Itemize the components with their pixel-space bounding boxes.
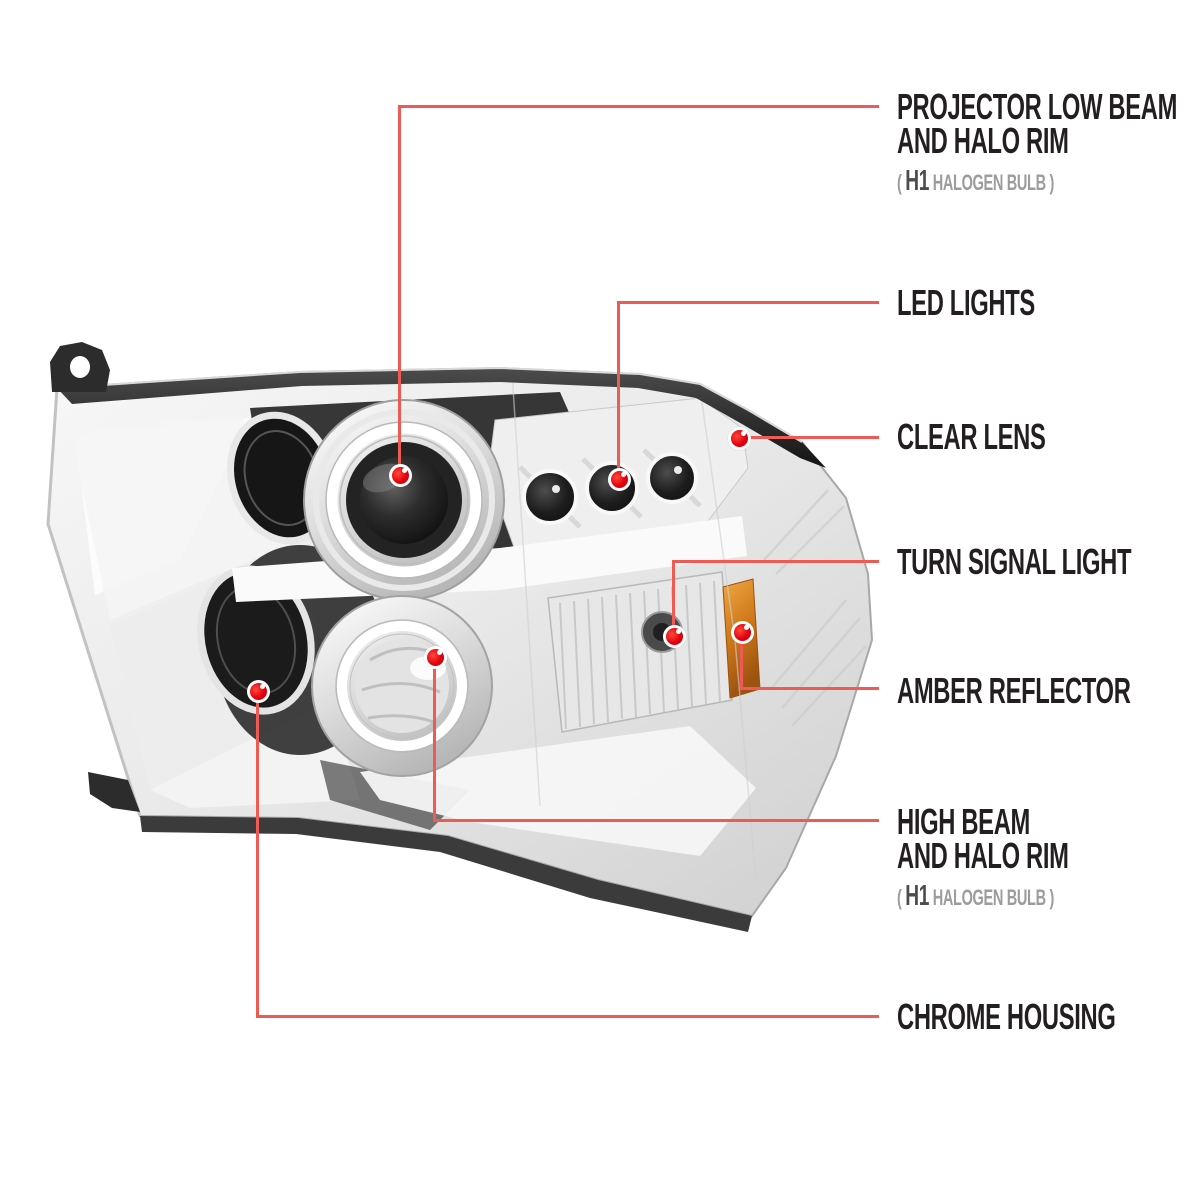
label-line: AND HALO RIM bbox=[897, 120, 1069, 161]
callout-dot-clear-lens bbox=[727, 426, 751, 450]
callout-label-amber-reflector: AMBER REFLECTOR bbox=[897, 670, 1131, 711]
callout-dot-turn-signal bbox=[662, 624, 686, 648]
label-line: TURN SIGNAL LIGHT bbox=[897, 541, 1132, 582]
callout-dot-chrome-housing bbox=[246, 679, 270, 703]
callout-line-chrome-horizontal bbox=[256, 1015, 879, 1018]
label-line: CLEAR LENS bbox=[897, 416, 1046, 457]
lower-chrome-band bbox=[360, 726, 756, 856]
callout-line-turn-signal-vertical bbox=[672, 560, 675, 636]
callout-line-high-beam-vertical bbox=[433, 657, 436, 821]
callout-dot-high-beam bbox=[423, 645, 447, 669]
projector-lens bbox=[360, 456, 448, 544]
label-line: AND HALO RIM bbox=[897, 835, 1069, 876]
callout-label-high-beam: HIGH BEAM AND HALO RIM ( H1 HALOGEN BULB… bbox=[897, 801, 1069, 913]
mounting-tab-bottom bbox=[88, 772, 140, 812]
callout-line-amber-horizontal bbox=[740, 687, 879, 690]
high-beam bbox=[311, 595, 493, 777]
callout-line-clear-lens bbox=[739, 436, 879, 439]
halo-rim bbox=[337, 621, 467, 751]
callout-label-turn-signal-light: TURN SIGNAL LIGHT bbox=[897, 541, 1132, 582]
headlight-illustration bbox=[46, 342, 874, 932]
label-line: PROJECTOR LOW BEAM bbox=[897, 86, 1178, 127]
mounting-tab-top bbox=[50, 342, 110, 392]
led-bulb bbox=[642, 448, 702, 508]
tab-hole bbox=[70, 356, 90, 378]
callout-label-clear-lens: CLEAR LENS bbox=[897, 416, 1046, 457]
callout-line-projector-vertical bbox=[398, 105, 401, 475]
halo-rim bbox=[326, 422, 482, 578]
label-line: LED LIGHTS bbox=[897, 282, 1035, 323]
callout-label-projector-low-beam: PROJECTOR LOW BEAM AND HALO RIM ( H1 HAL… bbox=[897, 86, 1178, 198]
callout-dot-projector-low-beam bbox=[388, 463, 412, 487]
label-line: AMBER REFLECTOR bbox=[897, 670, 1131, 711]
callout-line-projector-horizontal bbox=[399, 105, 879, 108]
bulb-type: H1 bbox=[905, 165, 930, 197]
label-line: HIGH BEAM bbox=[897, 801, 1030, 842]
callout-line-high-beam-horizontal bbox=[433, 819, 879, 822]
housing-underside bbox=[140, 816, 752, 932]
callout-line-amber-vertical bbox=[740, 632, 743, 690]
bulb-type: H1 bbox=[905, 880, 930, 912]
callout-label-led-lights: LED LIGHTS bbox=[897, 282, 1035, 323]
projector-low-beam bbox=[303, 399, 505, 601]
trim-highlight bbox=[56, 366, 803, 443]
callout-dot-amber-reflector bbox=[730, 620, 754, 644]
label-subline: ( H1 HALOGEN BULB ) bbox=[897, 880, 1054, 912]
label-subline: ( H1 HALOGEN BULB ) bbox=[897, 165, 1054, 197]
callout-line-turn-signal-horizontal bbox=[673, 560, 879, 563]
callout-line-led-horizontal bbox=[618, 301, 879, 304]
callout-line-led-vertical bbox=[617, 301, 620, 479]
corner-facets bbox=[763, 489, 867, 727]
led-bulb bbox=[518, 465, 582, 529]
label-line: CHROME HOUSING bbox=[897, 996, 1116, 1037]
callout-label-chrome-housing: CHROME HOUSING bbox=[897, 996, 1116, 1037]
callout-line-chrome-vertical bbox=[256, 691, 259, 1017]
callout-dot-led-lights bbox=[607, 467, 631, 491]
